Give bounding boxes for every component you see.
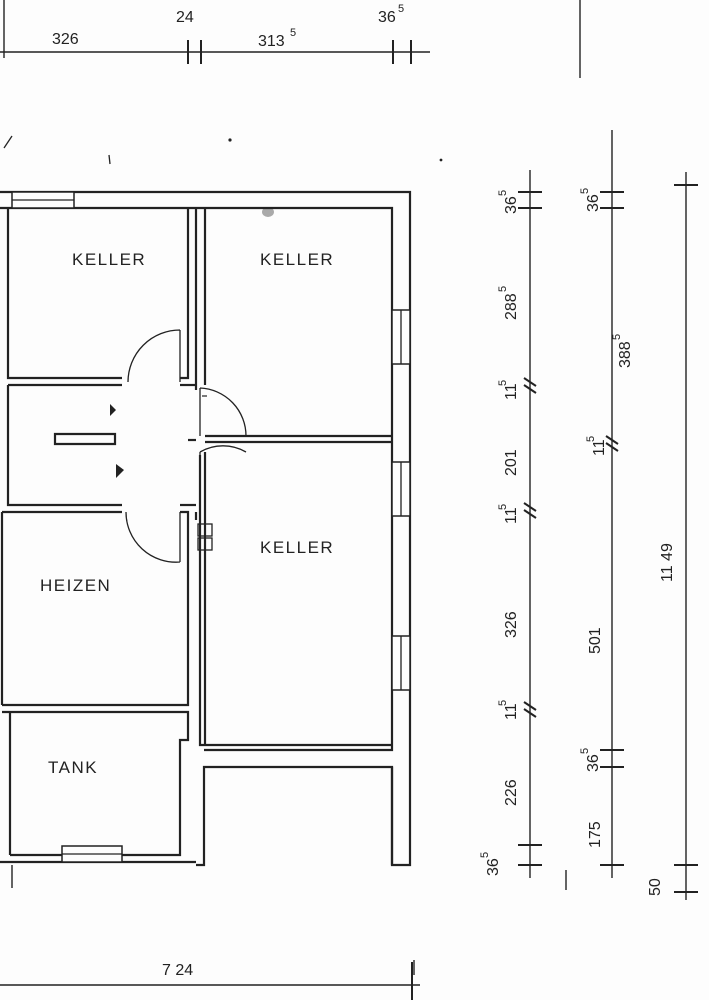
dim-column-3 [674,172,698,900]
c2-dim-501: 501 [587,627,604,654]
c3-dim-1149: 11 49 [659,543,676,582]
c1-dim-201: 201 [503,449,520,476]
dim-724: 7 24 [162,962,193,979]
c2-dim-36-mid-sup: 5 [579,748,591,754]
room-keller-top-right [194,208,392,444]
c1-dim-226: 226 [503,779,520,806]
c1-dim-11-c: 11 [503,703,520,720]
c1-dim-11-a-sup: 5 [497,380,509,386]
c2-dim-388: 388 [617,341,634,368]
dim-313-top: 313 [258,33,285,50]
dim-column-1 [518,170,542,878]
dim-24-top: 24 [176,9,194,26]
room-keller-top-left [6,208,196,387]
c1-dim-36-bot: 36 [485,858,502,876]
c1-dim-11-c-sup: 5 [497,700,509,706]
c2-dim-36-top: 36 [585,194,602,212]
c3-dim-50: 50 [647,878,664,896]
label-keller-top-right: KELLER [260,250,334,269]
label-keller-right: KELLER [260,538,334,557]
dim-36-top-sup: 5 [398,3,404,15]
c2-dim-11: 11 [591,439,608,456]
c2-dim-36-top-sup: 5 [579,188,591,194]
c1-dim-11-a: 11 [503,383,520,400]
c1-dim-11-b-sup: 5 [497,504,509,510]
corridor [6,385,196,507]
door-swings [125,329,247,563]
c2-dim-388-sup: 5 [611,334,623,340]
room-heizen-tank [0,510,198,857]
c2-dim-36-mid: 36 [585,754,602,772]
c1-dim-288: 288 [503,293,520,320]
dim-36-top: 36 [378,9,396,26]
label-tank: TANK [48,758,98,777]
c1-dim-36-top: 36 [503,196,520,214]
c2-dim-175: 175 [587,821,604,848]
bottom-dimension-line [0,865,420,1000]
top-dimension-line [0,0,581,78]
c1-dim-288-sup: 5 [497,286,509,292]
chimney-symbol [197,523,213,551]
stair-markers [110,404,124,478]
c1-dim-11-b: 11 [503,507,520,524]
c2-dim-11-sup: 5 [585,436,597,442]
dim-313-top-sup: 5 [290,27,296,39]
label-heizen: HEIZEN [40,576,111,595]
dim-column-2 [600,130,624,878]
c1-dim-36-top-sup: 5 [497,190,509,196]
c1-dim-326: 326 [503,611,520,638]
dim-326-top: 326 [52,31,79,48]
room-keller-right [198,452,392,747]
c1-dim-36-bot-sup: 5 [479,852,491,858]
label-keller-top-left: KELLER [72,250,146,269]
